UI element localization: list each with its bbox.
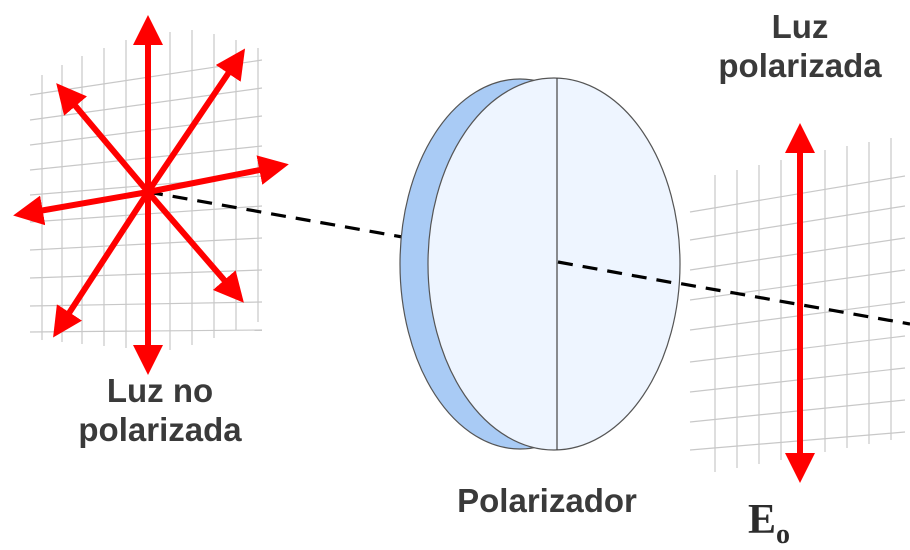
unpolarized-field-arrows — [13, 15, 289, 375]
unpolarized-light-label-line1: Luz no — [106, 372, 214, 409]
arrow-up-right — [145, 48, 246, 195]
polarizer-face — [427, 77, 681, 451]
polarized-light-label-line2: polarizada — [718, 46, 882, 84]
arrow-left — [13, 189, 151, 226]
field-symbol: E — [748, 497, 777, 543]
unpolarized-light-label: Luz no polarizada — [40, 372, 280, 450]
polarizer-disc — [399, 77, 681, 451]
polarized-light-label: Luz polarizada — [700, 8, 900, 86]
field-amplitude-label: Eo — [748, 496, 790, 550]
field-subscript: o — [776, 519, 791, 550]
arrow-down-left — [53, 189, 151, 338]
arrow-right — [145, 155, 289, 195]
unpolarized-light-label-line2: polarizada — [78, 410, 242, 448]
arrow-up-left — [56, 83, 151, 195]
polarized-light-label-line1: Luz — [771, 8, 829, 45]
propagation-axis-through-disc — [557, 260, 681, 286]
polarizer-label: Polarizador — [457, 482, 637, 519]
arrow-down-right — [145, 189, 244, 303]
